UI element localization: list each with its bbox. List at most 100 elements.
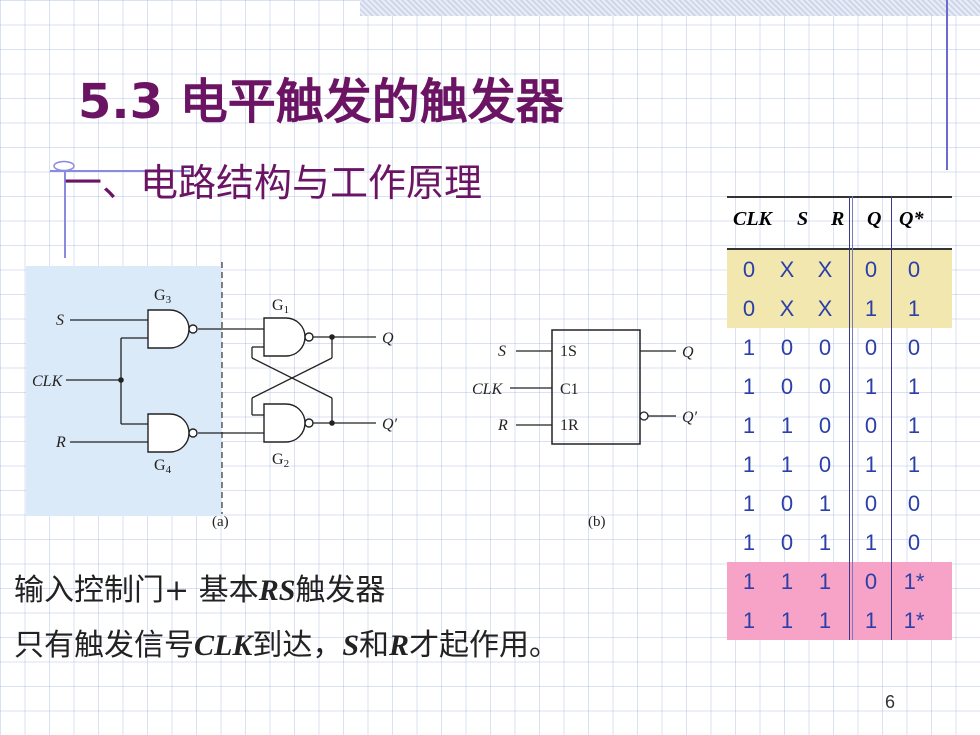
- header-q-next: Q*: [899, 208, 924, 230]
- label-q: Q: [382, 330, 394, 347]
- text-segment: 到达，: [252, 628, 343, 663]
- cell-clk: 1: [742, 374, 756, 399]
- input-gate-shade: [26, 266, 222, 516]
- cell-s: X: [779, 296, 795, 321]
- cell-s: 1: [780, 569, 794, 594]
- cell-r: 1: [818, 530, 832, 555]
- subtitle-underline: [50, 170, 190, 172]
- cell-q-next: 1*: [903, 569, 925, 594]
- label-g1-sub: 1: [284, 304, 290, 316]
- cell-s: 0: [780, 335, 794, 360]
- cell-q: 0: [864, 413, 878, 438]
- junction-dot: [118, 377, 124, 383]
- cell-q: 1: [864, 296, 878, 321]
- cell-r: 0: [818, 374, 832, 399]
- label-q-b: Q: [682, 344, 694, 361]
- label-1r: 1R: [560, 417, 579, 434]
- label-g4: G: [154, 457, 166, 474]
- svg-text:G2: G2: [272, 451, 289, 470]
- cell-q-next: 0: [907, 257, 921, 282]
- cell-q: 1: [864, 452, 878, 477]
- cell-q-next: 0: [907, 491, 921, 516]
- caption-a: (a): [212, 514, 229, 530]
- text-segment: 触发器: [295, 573, 386, 608]
- cell-clk: 0: [742, 257, 756, 282]
- nand-gates: [147, 309, 314, 453]
- cell-q: 1: [864, 530, 878, 555]
- description-line-2: 只有触发信号CLK到达，S和R才起作用。: [14, 620, 559, 664]
- label-1s: 1S: [560, 343, 577, 360]
- svg-text:G1: G1: [272, 297, 289, 316]
- decorative-vertical-line-left: [64, 170, 66, 258]
- label-g4-sub: 4: [166, 464, 172, 476]
- cell-r: 0: [818, 413, 832, 438]
- section-subtitle: 一、电路结构与工作原理: [64, 161, 483, 205]
- header-r: R: [831, 208, 845, 230]
- text-segment: 才起作用。: [409, 628, 560, 663]
- svg-text:G3: G3: [154, 287, 172, 306]
- cell-q: 1: [864, 608, 878, 633]
- gate-inverter-bubble: [188, 428, 198, 438]
- cell-r: X: [817, 257, 833, 282]
- label-clk: CLK: [32, 373, 64, 390]
- cell-s: 0: [780, 491, 794, 516]
- cell-clk: 1: [742, 569, 756, 594]
- flipflop-block: [551, 329, 641, 445]
- header-q: Q: [867, 208, 882, 230]
- text-segment: 只有触发信号: [14, 628, 194, 663]
- cell-s: 1: [780, 452, 794, 477]
- cell-r: 0: [818, 452, 832, 477]
- cell-r: 0: [818, 335, 832, 360]
- description-line-1: 输入控制门+ 基本RS触发器: [14, 565, 385, 609]
- label-g3: G: [154, 287, 166, 304]
- cell-s: 1: [780, 608, 794, 633]
- nand-gate-g2: [263, 403, 306, 443]
- table-divider: [891, 196, 892, 640]
- cell-r: X: [817, 296, 833, 321]
- cell-q-next: 0: [907, 530, 921, 555]
- gate-inverter-bubble: [304, 332, 314, 342]
- cell-clk: 1: [742, 335, 756, 360]
- circuit-b-wires: [510, 329, 676, 445]
- label-c1: C1: [560, 381, 579, 398]
- label-qn: Q′: [382, 416, 398, 433]
- header-s: S: [797, 208, 809, 230]
- nand-gate-g4: [147, 413, 190, 453]
- gate-inverter-bubble: [304, 418, 314, 428]
- cell-q: 0: [864, 569, 878, 594]
- top-decoration-band: [360, 0, 980, 16]
- output-inverter-bubble: [639, 411, 649, 421]
- label-g3-sub: 3: [166, 294, 172, 306]
- label-s: S: [56, 312, 64, 329]
- svg-text:G4: G4: [154, 457, 172, 476]
- cell-q-next: 1: [907, 374, 921, 399]
- text-segment: 和: [359, 628, 390, 663]
- circuit-b-labels: S CLK R 1S C1 1R Q Q′ (b): [472, 343, 698, 530]
- text-italic-rs: RS: [258, 574, 296, 607]
- label-clk-b: CLK: [472, 381, 504, 398]
- label-qn-b: Q′: [682, 409, 698, 426]
- cell-r: 1: [818, 608, 832, 633]
- cell-s: 0: [780, 530, 794, 555]
- nand-gate-g3: [147, 309, 190, 349]
- label-r: R: [55, 434, 66, 451]
- label-r-b: R: [497, 417, 508, 434]
- decorative-vertical-line: [946, 0, 948, 170]
- cell-q-next: 1: [907, 296, 921, 321]
- truth-table-header: CLK S R Q Q*: [727, 196, 952, 250]
- text-italic-clk: CLK: [194, 629, 253, 662]
- cell-clk: 1: [742, 530, 756, 555]
- junction-dot: [329, 420, 335, 426]
- cell-q-next: 0: [907, 335, 921, 360]
- label-g2: G: [272, 451, 284, 468]
- cell-s: 1: [780, 413, 794, 438]
- cell-q-next: 1*: [903, 608, 925, 633]
